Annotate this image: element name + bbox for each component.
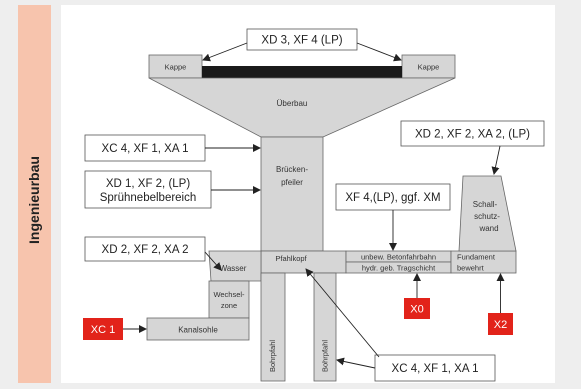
x2-badge-text: X2 xyxy=(494,319,507,331)
diagram-svg: Kappe Kappe Überbau Brücken- pfeiler Sch… xyxy=(83,28,545,382)
wechselzone-label-line1: Wechsel- xyxy=(213,290,245,299)
callout-road-text: XF 4,(LP), ggf. XM xyxy=(345,192,440,204)
callout-pier-top-box xyxy=(84,134,206,162)
callout-kappe-box xyxy=(246,28,358,51)
pier-shape xyxy=(260,136,324,252)
bohrpfahl-left-shape xyxy=(260,272,286,382)
arrow-pile xyxy=(336,357,376,369)
callout-water-box xyxy=(84,236,206,262)
kappe-left-label: Kappe xyxy=(165,63,187,72)
arrow-pile-cap xyxy=(305,268,380,358)
xc1-badge-text: XC 1 xyxy=(91,324,115,336)
kappe-right-label: Kappe xyxy=(418,63,440,72)
callout-wall-text: XD 2, XF 2, XA 2, (LP) xyxy=(415,129,530,141)
x0-badge-text: X0 xyxy=(410,304,423,316)
pfahlkopf-label: Pfahlkopf xyxy=(275,254,307,263)
arrow-water xyxy=(204,251,222,271)
callout-kappe-text: XD 3, XF 4 (LP) xyxy=(261,35,342,47)
ueberbau-label: Überbau xyxy=(277,99,308,108)
fundament-label-line1: Fundament xyxy=(457,253,496,262)
kanalsohle-label: Kanalsohle xyxy=(178,326,218,335)
category-label: Ingenieurbau xyxy=(26,156,42,244)
kanalsohle-shape xyxy=(146,317,250,341)
betonfahrbahn-label: unbew. Betonfahrbahn xyxy=(361,253,436,262)
x0-badge xyxy=(404,298,430,319)
callout-spray-box xyxy=(84,170,212,209)
xc1-badge xyxy=(83,318,123,340)
deck-slab xyxy=(202,66,402,78)
schallschutzwand-shape xyxy=(458,175,517,252)
wall-label-line2: schutz- xyxy=(474,212,500,221)
bohrpfahl-left-label: Bohrpfahl xyxy=(268,340,277,372)
callout-pile-text: XC 4, XF 1, XA 1 xyxy=(392,363,479,375)
category-sidebar xyxy=(18,5,51,383)
exposure-class-diagram: Kappe Kappe Überbau Brücken- pfeiler Sch… xyxy=(61,5,555,383)
callout-water-text: XD 2, XF 2, XA 2 xyxy=(102,244,189,256)
wall-label-line1: Schall- xyxy=(473,200,498,209)
wasser-label: Wasser xyxy=(220,264,247,273)
arrow-kappe-left xyxy=(202,42,248,62)
callout-wall-box xyxy=(400,120,545,147)
wall-label-line3: wand xyxy=(478,224,498,233)
wechselzone-label-line2: zone xyxy=(221,301,237,310)
wechselzone-shape xyxy=(208,280,250,319)
arrow-kappe-right xyxy=(356,42,402,62)
pier-label-line2: pfeiler xyxy=(281,178,303,187)
callout-spray-line2: Sprühnebelbereich xyxy=(100,192,197,204)
bohrpfahl-right-label: Bohrpfahl xyxy=(321,340,330,372)
tragschicht-label: hydr. geb. Tragschicht xyxy=(362,264,436,273)
callout-pier-top-text: XC 4, XF 1, XA 1 xyxy=(102,143,189,155)
pier-label-line1: Brücken- xyxy=(276,165,308,174)
bohrpfahl-right-shape xyxy=(313,272,337,382)
callout-pile-box xyxy=(374,354,496,382)
callout-spray-line1: XD 1, XF 2, (LP) xyxy=(106,178,191,190)
arrow-wall xyxy=(491,145,501,175)
fundament-label-line2: bewehrt xyxy=(457,264,485,273)
x2-badge xyxy=(488,313,513,335)
